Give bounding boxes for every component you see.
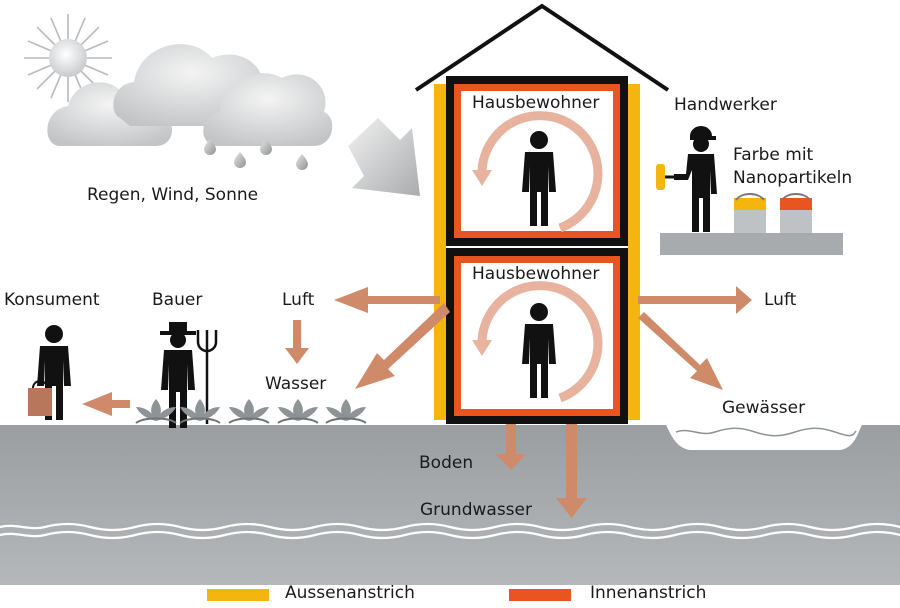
craftsman-platform — [660, 233, 843, 255]
air-right-label: Luft — [764, 290, 797, 310]
ground — [0, 425, 900, 585]
plant-icon — [325, 398, 367, 424]
arrow-to-consumer — [82, 392, 130, 416]
consumer-label: Konsument — [4, 290, 100, 310]
arrow-to-air-right — [638, 286, 752, 314]
shopping-bag-icon — [28, 380, 52, 416]
legend-swatch-exterior — [207, 589, 269, 601]
air-left-label: Luft — [282, 290, 315, 310]
arrow-to-groundwater — [556, 424, 587, 518]
weather-label: Regen, Wind, Sonne — [87, 185, 259, 205]
raindrop-icons — [204, 139, 308, 170]
legend-label-exterior: Aussenanstrich — [285, 583, 415, 603]
sun-icon — [24, 14, 112, 102]
paint-roller-icon — [656, 164, 679, 190]
groundwater-waves — [0, 522, 900, 540]
water-basin — [674, 429, 856, 447]
cloud-icon — [47, 44, 333, 146]
legend-label-interior: Innenanstrich — [590, 583, 707, 603]
legend-swatch-interior — [509, 589, 571, 601]
craftsman-figure — [674, 126, 717, 232]
water-label: Wasser — [265, 374, 327, 394]
air-circulation-upper — [477, 111, 603, 233]
paint-label-line2: Nanopartikeln — [733, 168, 853, 188]
arrow-air-to-water — [285, 320, 309, 364]
plant-icon — [277, 398, 319, 424]
groundwater-label: Grundwasser — [420, 500, 532, 520]
farmer-label: Bauer — [152, 290, 203, 310]
soil-label: Boden — [419, 453, 474, 473]
weather-arrow — [348, 118, 420, 196]
arrow-to-waters — [638, 312, 723, 390]
waters-label: Gewässer — [722, 398, 806, 418]
house-roof — [414, 3, 670, 92]
air-circulation-lower — [477, 281, 603, 403]
arrow-to-air-left — [334, 287, 440, 313]
exterior-paint-left — [434, 84, 446, 420]
arrow-to-water-left — [355, 303, 450, 389]
paint-bucket-yellow-icon — [734, 193, 766, 233]
craftsman-label: Handwerker — [674, 95, 777, 115]
resident-upper-label: Hausbewohner — [472, 93, 600, 113]
resident-lower-label: Hausbewohner — [472, 264, 600, 284]
arrow-to-soil — [496, 424, 526, 470]
paint-bucket-orange-icon — [780, 193, 812, 233]
flow-arrows — [82, 286, 752, 518]
plant-icon — [228, 398, 270, 424]
exterior-paint-right — [628, 84, 640, 420]
paint-label-line1: Farbe mit — [733, 145, 814, 165]
